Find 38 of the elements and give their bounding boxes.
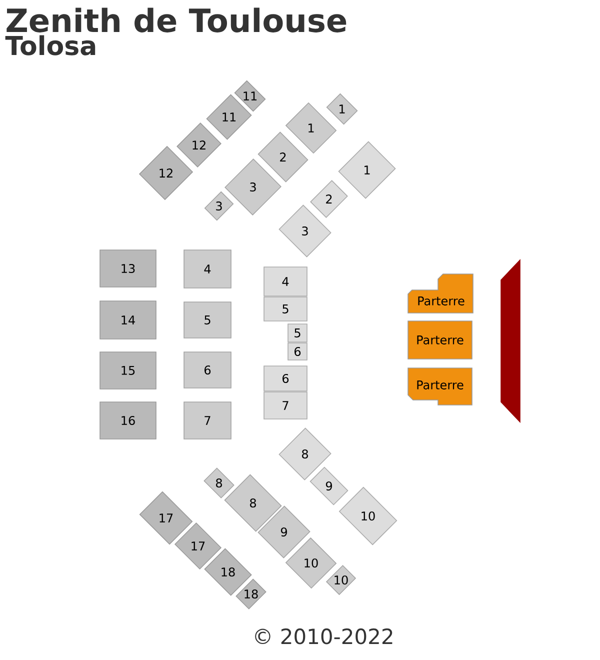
seating-block: 8 xyxy=(204,468,234,498)
seating-block: 7 xyxy=(264,392,308,420)
seating-block: 3 xyxy=(204,191,234,221)
seating-block: 1 xyxy=(326,93,358,125)
seating-block: 5 xyxy=(288,324,308,342)
seating-block: 6 xyxy=(288,342,308,360)
seating-block: 3 xyxy=(278,204,332,258)
seating-block: 10 xyxy=(338,486,398,546)
floor-block: Parterre xyxy=(408,320,472,360)
seating-block: 12 xyxy=(176,122,222,168)
floor-block: Parterre xyxy=(408,368,472,406)
seating-block: 2 xyxy=(310,180,348,218)
subtitle: Tolosa xyxy=(5,35,96,56)
seating-block: 5 xyxy=(184,302,232,338)
seating-block: 9 xyxy=(310,466,348,506)
seating-block: 18 xyxy=(236,578,266,610)
seating-block: 3 xyxy=(224,158,282,216)
seating-block: 7 xyxy=(184,402,232,440)
seating-block: 1 xyxy=(338,141,396,199)
seating-block: 9 xyxy=(258,506,310,558)
seating-block: 4 xyxy=(184,250,232,288)
seating-block: 11 xyxy=(234,80,266,112)
stage xyxy=(500,259,520,423)
seating-block: 17 xyxy=(139,491,193,545)
seating-block: 6 xyxy=(184,352,232,388)
seating-block: 16 xyxy=(100,402,156,440)
title: Zenith de Toulouse xyxy=(6,8,346,32)
seating-block: 8 xyxy=(278,428,332,480)
copyright-notice: © 2010-2022 xyxy=(255,628,392,644)
seating-block: 8 xyxy=(224,474,282,532)
seating-block: 2 xyxy=(258,132,308,182)
seating-block: 5 xyxy=(264,296,308,322)
seating-block: 15 xyxy=(100,352,156,390)
floor-block: Parterre xyxy=(408,274,474,314)
seating-block: 6 xyxy=(264,366,308,392)
seating-block: 4 xyxy=(264,266,308,296)
seating-block: 13 xyxy=(100,250,156,288)
seating-block: 14 xyxy=(100,300,156,340)
